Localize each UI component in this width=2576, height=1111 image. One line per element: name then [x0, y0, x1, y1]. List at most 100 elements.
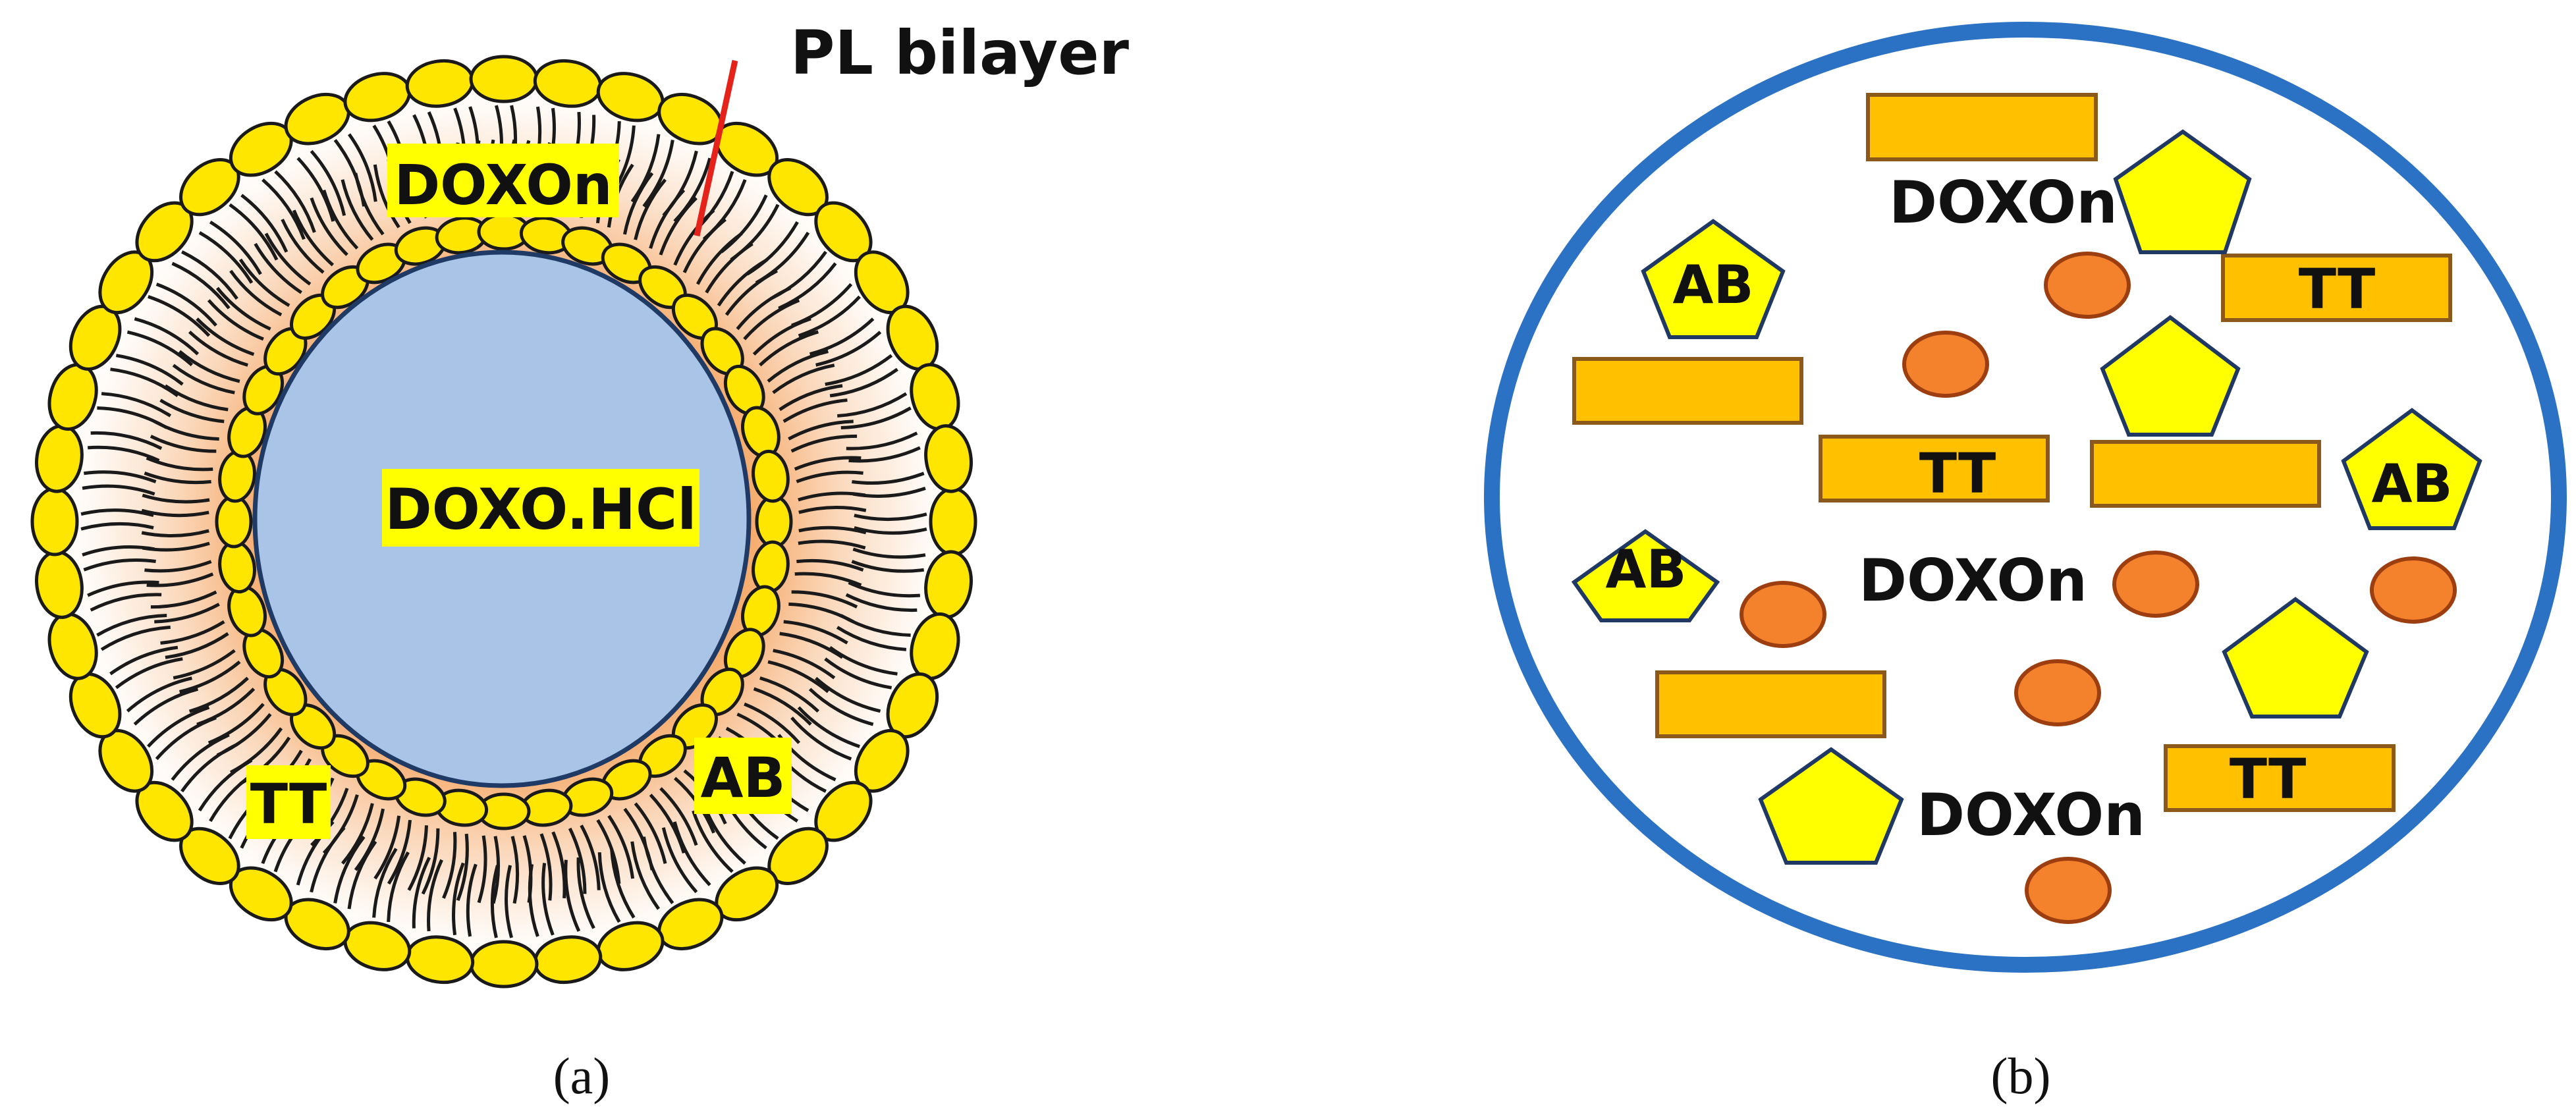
lipid-tail [522, 835, 533, 904]
lipid-tail [798, 491, 866, 502]
rect-drug [2164, 744, 2396, 812]
lipid-tail [333, 836, 366, 904]
lipid-tail [796, 470, 863, 483]
svg-text:TT: TT [250, 772, 327, 836]
lipid-tail [296, 157, 335, 222]
rect-drug [1572, 357, 1803, 425]
label-tt-mid: TT [1919, 441, 1996, 506]
lipid-tail [179, 661, 241, 693]
lipid-tail [808, 688, 874, 726]
lipid-tail [333, 139, 366, 207]
outer-lipid-heads [30, 55, 977, 989]
lipid-tail [154, 603, 220, 624]
lipid-tail [146, 572, 214, 587]
label-doxon-membrane: DOXOn [387, 144, 619, 217]
label-ab-membrane: AB [694, 738, 792, 814]
lipid-tail [90, 431, 163, 450]
lipid-tail [759, 330, 819, 367]
lipid-tail [141, 529, 209, 537]
lipid-head [30, 487, 79, 556]
lipid-head [469, 940, 539, 989]
pentagon-agent [1571, 529, 1720, 622]
lipid-tail [147, 705, 210, 748]
lipid-tail [673, 209, 715, 266]
lipid-tail [630, 841, 660, 910]
lipid-tail [564, 859, 581, 933]
oval-particle [1902, 331, 1989, 398]
lipid-tail [188, 331, 248, 367]
lipid-tail [207, 299, 264, 341]
lipid-tail [142, 493, 210, 504]
lipid-tail [782, 398, 848, 423]
rect-drug [2221, 254, 2452, 322]
lipid-tail [172, 364, 235, 394]
lipid-tail [815, 331, 882, 367]
lipid-tail [607, 815, 635, 879]
lipid-tail [146, 456, 213, 472]
lipid-tail [354, 808, 385, 871]
lipid-tail [322, 794, 359, 855]
lipid-tail [82, 484, 155, 496]
lipid-tail [80, 508, 154, 518]
lipid-head [469, 55, 539, 103]
lipid-tail [171, 261, 231, 310]
lipid-tail [178, 350, 240, 383]
lipid-tail [705, 242, 754, 294]
lipid-tail [848, 581, 920, 598]
lipid-tail [101, 392, 172, 418]
lipid-tail [779, 384, 843, 412]
rect-drug [1866, 93, 2098, 161]
lipid-tail [83, 470, 157, 483]
lipid-tail [292, 209, 335, 267]
lipid-tail [387, 819, 412, 885]
lipid-tail [634, 802, 667, 864]
lipid-tail [848, 446, 921, 463]
lipid-tail [692, 810, 734, 873]
svg-text:DOXO.HCl: DOXO.HCl [385, 477, 696, 543]
lipid-tail [427, 859, 443, 932]
lipid-tail [829, 646, 898, 676]
caption-b: (b) [1991, 1047, 2051, 1104]
lipid-tail [261, 178, 306, 240]
nanoparticle: DOXOn DOXOn DOXOn AB AB AB TT TT TT [1484, 22, 2567, 973]
label-doxon-bottom: DOXOn [1917, 781, 2145, 849]
lipid-tail [148, 295, 211, 337]
lipid-tail [854, 512, 927, 522]
oval-particle [2044, 252, 2131, 319]
lipid-tail [160, 620, 225, 645]
label-doxon-top: DOXOn [1889, 169, 2118, 236]
lipid-tail [846, 431, 918, 450]
label-pl-bilayer: PL bilayer [790, 18, 1130, 88]
lipid-tail [90, 593, 162, 612]
lipid-tail [216, 713, 272, 757]
lipid-tail [165, 632, 229, 659]
label-ab-left-mid: AB [1606, 539, 1687, 600]
label-doxon-mid: DOXOn [1859, 547, 2087, 614]
lipid-tail [580, 825, 601, 890]
lipid-tail [852, 472, 925, 485]
lipid-tail [115, 354, 184, 386]
lipid-tail [661, 827, 698, 894]
lipid-tail [794, 456, 862, 471]
lipid-tail [597, 852, 621, 923]
lipid-tails [80, 105, 927, 938]
lipid-tail [743, 298, 800, 340]
oval-particle [2014, 659, 2101, 726]
lipid-tail [576, 857, 595, 929]
label-tt-bottom-right: TT [2230, 747, 2307, 811]
lipid-tail [825, 354, 893, 387]
lipid-tail [229, 203, 279, 261]
lipid-tail [173, 649, 236, 680]
lipid-tail [207, 703, 265, 745]
lipid-tail [264, 232, 312, 286]
lipid-tail [788, 420, 854, 441]
lipid-tail [717, 257, 769, 307]
lipid-tail [126, 330, 194, 367]
lipid-tail [96, 614, 167, 637]
lipid-tail [348, 133, 377, 202]
rect-drug [1819, 435, 2050, 502]
lipid-tail [141, 508, 209, 518]
lipid-tail [682, 218, 726, 273]
lipid-tail [198, 231, 254, 284]
lipid-tail [649, 188, 686, 249]
